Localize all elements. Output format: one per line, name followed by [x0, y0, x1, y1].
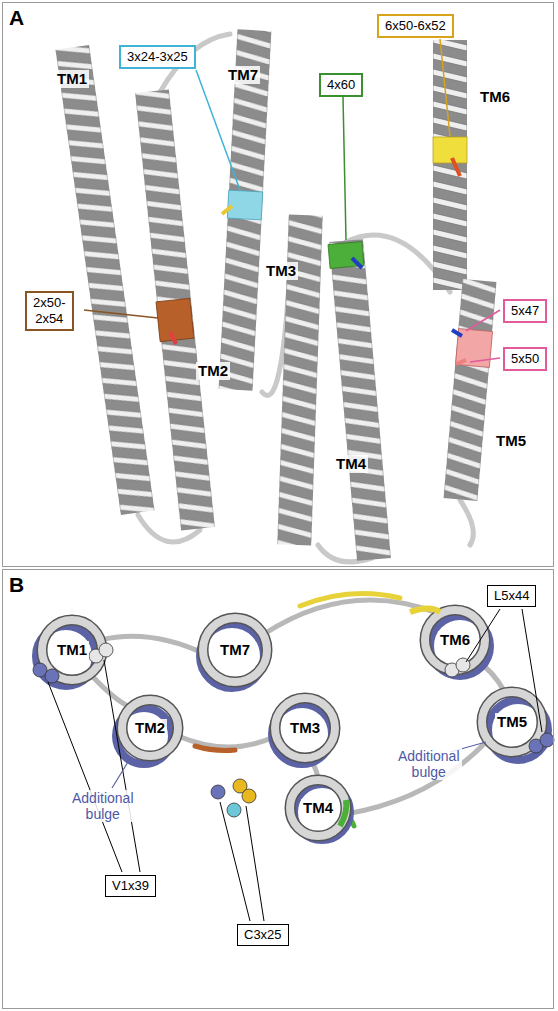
residue-box: L5x44 [487, 585, 536, 607]
callout-box: 6x50-6x52 [377, 14, 454, 38]
helix-label: TM2 [196, 362, 230, 380]
callout-text: 5x47 [511, 303, 539, 318]
helix-label: TM3 [264, 262, 298, 280]
helix-label: TM7 [226, 66, 260, 84]
helix-label: TM4 [334, 455, 368, 473]
helix-label: TM7 [218, 641, 252, 659]
helix-label: TM4 [301, 799, 335, 817]
annotation-text: Additional bulge [70, 790, 136, 822]
callout-text: 3x24-3x25 [127, 49, 188, 64]
callout-box: 3x24-3x25 [119, 45, 196, 69]
helix-label: TM6 [438, 631, 472, 649]
callout-text: 2x50- 2x54 [33, 295, 66, 326]
panel-letter: A [9, 6, 24, 30]
callout-text: 6x50-6x52 [385, 18, 446, 33]
annotation-text: Additional bulge [396, 748, 462, 780]
residue-box: C3x25 [237, 924, 289, 946]
panel-letter: B [9, 573, 24, 597]
callout-text: 4x60 [327, 77, 355, 92]
callout-text: V1x39 [112, 878, 149, 893]
callout-box: 2x50- 2x54 [25, 291, 74, 331]
helix-label: TM1 [55, 641, 89, 659]
callout-box: 5x47 [503, 299, 547, 323]
helix-label: TM3 [288, 719, 322, 737]
helix-label: TM5 [494, 432, 528, 450]
callout-text: L5x44 [494, 588, 529, 603]
helix-label: TM1 [55, 70, 89, 88]
residue-box: V1x39 [105, 875, 156, 897]
helix-label: TM2 [133, 719, 167, 737]
callout-text: C3x25 [244, 927, 282, 942]
helix-label: TM6 [478, 88, 512, 106]
callout-box: 5x50 [503, 347, 547, 371]
callout-box: 4x60 [319, 73, 363, 97]
helix-label: TM5 [495, 713, 529, 731]
callout-text: 5x50 [511, 351, 539, 366]
